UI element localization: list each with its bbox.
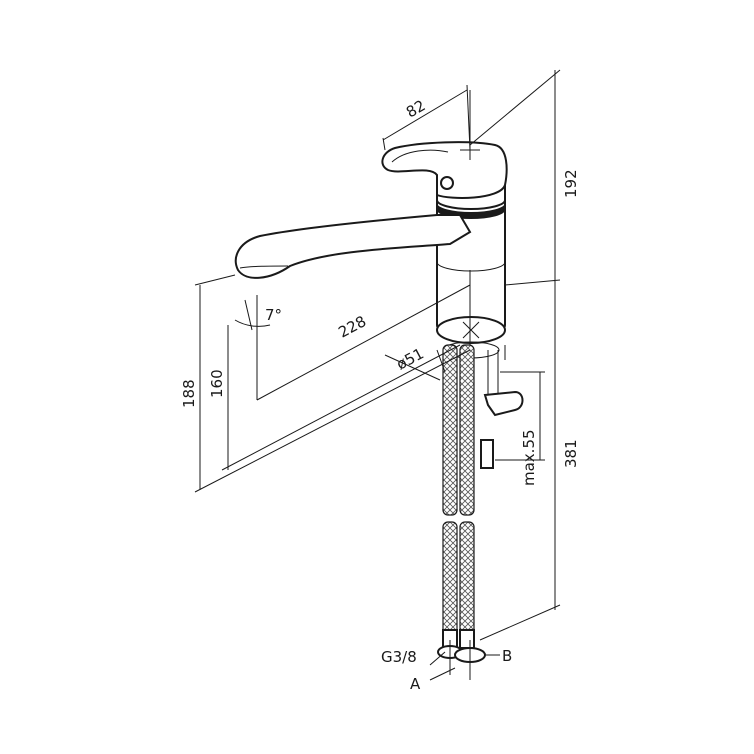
lever-handle [381,141,508,199]
label-thread-g38: G3/8 [381,648,417,666]
base [436,316,506,400]
dim-160: 160 [208,369,226,398]
dim-228: 228 [335,312,369,341]
hoses [437,344,486,680]
dim-381: 381 [562,439,580,468]
dim-188: 188 [180,379,198,408]
dim-192: 192 [562,169,580,198]
label-inlet-a: A [410,675,421,693]
faucet-body [436,175,506,338]
dimension-lines [194,69,561,681]
mounting-bracket [480,390,524,469]
dim-7deg: 7° [265,306,282,324]
dim-max-55: max.55 [520,429,538,486]
dim-diameter-51: ø51 [393,344,426,373]
dim-82: 82 [403,96,429,121]
spout [234,214,472,279]
label-inlet-b: B [502,647,512,665]
